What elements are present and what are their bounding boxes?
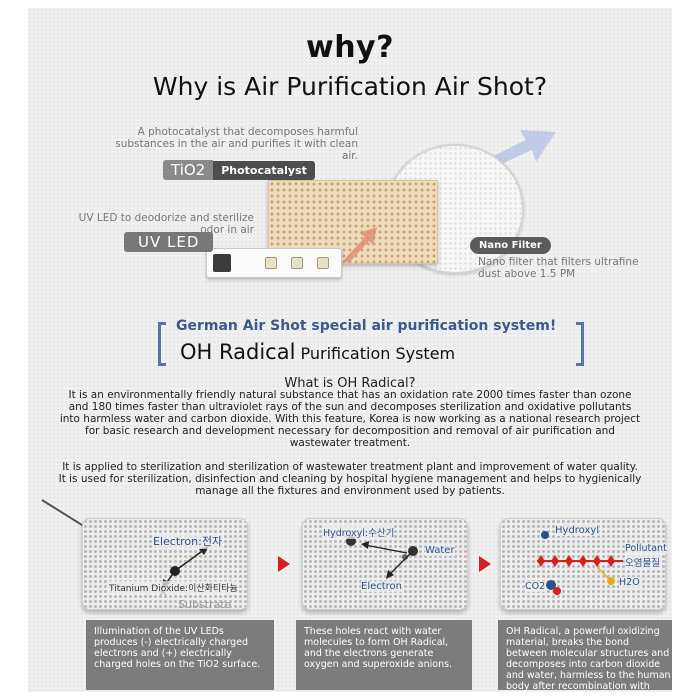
airflow-arrow-icon — [343, 227, 377, 263]
system-title-main: OH Radical — [180, 340, 296, 364]
diagram-step-2: Hydroxyl:수산기 Water Electron — [302, 518, 468, 610]
titanium-dioxide-label: Titanium Dioxide:이산화티타늄 — [109, 581, 238, 594]
article-paragraph-2: It is applied to sterilization and steri… — [58, 461, 642, 497]
hydroxyl-label: Hydroxyl — [555, 525, 600, 536]
led-icon — [265, 257, 277, 269]
uv-led-description: UV LED to deodorize and sterilize odor i… — [78, 212, 254, 236]
chip-icon — [213, 254, 231, 272]
co2-label: CO2 — [525, 581, 546, 592]
bracket-left — [158, 322, 166, 366]
water-label: Water — [425, 545, 455, 556]
nano-filter-description: Nano filter that filters ultrafine dust … — [478, 256, 639, 280]
bracket-right — [576, 322, 584, 366]
page-title: Why is Air Purification Air Shot? — [152, 72, 548, 101]
caption-step-2: These holes react with water molecules t… — [296, 620, 472, 690]
article-title: What is OH Radical? — [284, 376, 416, 391]
electron-label: Electron — [361, 581, 403, 592]
nano-filter-tag: Nano Filter — [470, 237, 551, 254]
system-tagline: German Air Shot special air purification… — [176, 318, 557, 334]
pollutant-label: Pollutant — [625, 543, 667, 554]
electron-label: Electron:전자 — [153, 533, 223, 549]
system-heading: German Air Shot special air purification… — [168, 318, 556, 364]
uv-led-board-image — [206, 248, 342, 278]
hydroxyl-label: Hydroxyl:수산기 — [323, 525, 395, 539]
caption-step-3: OH Radical, a powerful oxidizing materia… — [498, 620, 672, 692]
led-icon — [317, 257, 329, 269]
photocatalyst-image — [268, 180, 438, 264]
uv-led-tag: UV LED — [124, 232, 214, 252]
pollutant-korean-label: 오염물질 — [625, 555, 660, 569]
diagram-step-1: × Electron:전자 Titanium Dioxide:이산화티타늄 — [82, 518, 248, 610]
article-paragraph-1: It is an environmentally friendly natura… — [59, 389, 641, 449]
tio2-tag: TiO2 Photocatalyst — [163, 160, 315, 180]
product-info-sheet: why? Why is Air Purification Air Shot? A… — [28, 8, 672, 692]
pollutant-decomposition-icon — [537, 531, 623, 595]
tio2-tag-label: TiO2 — [163, 160, 214, 180]
substrate-label: Substrate — [178, 598, 232, 611]
tio2-description: A photocatalyst that decomposes harmful … — [115, 126, 358, 162]
photocatalyst-tag-label: Photocatalyst — [213, 160, 315, 180]
why-heading: why? — [305, 30, 395, 65]
next-arrow-icon — [479, 556, 491, 572]
system-title: OH Radical Purification System — [168, 340, 556, 364]
h2o-label: H2O — [619, 577, 640, 588]
caption-step-1: Illumination of the UV LEDs produces (-)… — [86, 620, 274, 690]
system-title-sub: Purification System — [300, 344, 456, 363]
next-arrow-icon — [278, 556, 290, 572]
diagram-step-3: Hydroxyl Pollutant 오염물질 CO2 H2O — [500, 518, 667, 610]
led-icon — [291, 257, 303, 269]
